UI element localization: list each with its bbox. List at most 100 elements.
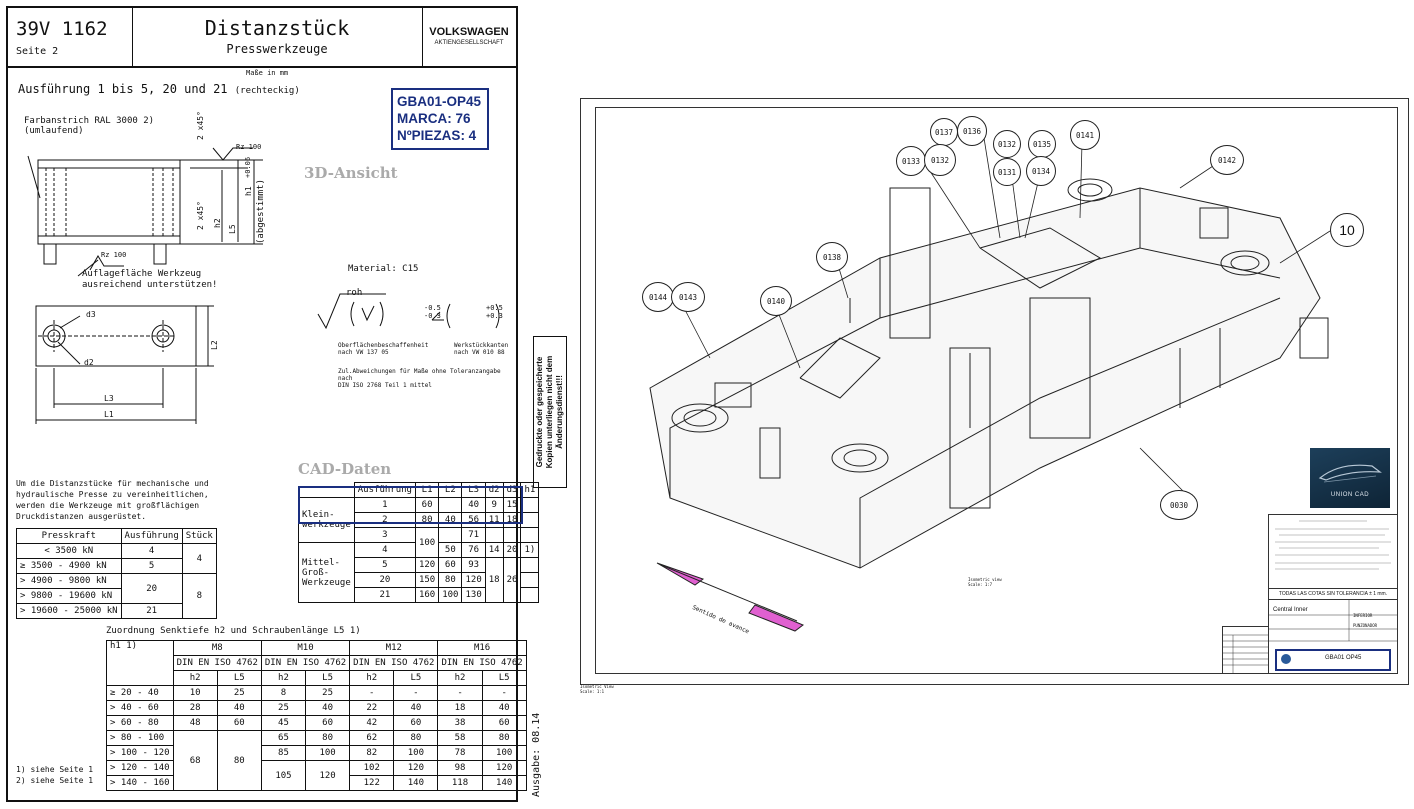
doc-number-cell: 39V 1162 Seite 2 xyxy=(8,8,133,66)
chamfer-top: 2 x45° xyxy=(196,111,205,140)
tol-left: -0.5 -0.3 xyxy=(424,304,441,320)
dim-l2: L2 xyxy=(210,340,219,350)
rz-bottom: Rz 100 xyxy=(101,251,127,259)
dim-cell xyxy=(520,557,540,573)
rz-top: Rz 100 xyxy=(236,143,262,151)
variant-heading-text: Ausführung 1 bis 5, 20 und 21 xyxy=(18,82,228,96)
dim-cell: 1) xyxy=(520,542,540,558)
press-cell: 8 xyxy=(181,573,217,619)
screw-cell: - xyxy=(349,685,395,701)
press-cell: 21 xyxy=(120,603,183,619)
highlight-row-1 xyxy=(298,486,523,524)
dim-d2: d2 xyxy=(84,358,94,367)
title-block: TODAS LAS COTAS SIN TOLERANCIA ± 1 mm. C… xyxy=(1268,588,1398,674)
support-note-line2: ausreichend unterstützen! xyxy=(82,280,218,290)
footnote-1: 1) siehe Seite 1 xyxy=(16,765,94,774)
tol-b: -0.3 xyxy=(424,312,441,320)
screw-cell: 18 xyxy=(437,700,483,716)
press-cell: ≥ 3500 - 4900 kN xyxy=(16,558,122,574)
footnote-2: 2) siehe Seite 1 xyxy=(16,776,94,785)
callout-0141: 0141 xyxy=(1070,120,1100,150)
edge-label: Werkstückkanten nach VW 010 88 xyxy=(454,342,508,356)
screw-sub: L5 xyxy=(305,670,351,686)
screw-std: DIN EN ISO 4762 xyxy=(437,655,527,671)
general-tol-line2: DIN ISO 2768 Teil 1 mittel xyxy=(338,382,432,389)
callout-0142: 0142 xyxy=(1210,145,1244,175)
dim-h2: h2 xyxy=(213,218,222,228)
screw-cell: 105 xyxy=(260,760,307,791)
surface-label-line1: Oberflächenbeschaffenheit xyxy=(338,342,429,349)
screw-cell: 122 xyxy=(349,775,395,791)
paint-note-line2: (umlaufend) xyxy=(24,126,84,136)
car-silhouette-icon xyxy=(1318,464,1382,483)
screw-cell: 118 xyxy=(437,775,483,791)
iso-view-line2: Scale: 1:7 xyxy=(968,582,993,587)
dim-l1: L1 xyxy=(104,410,114,419)
stamp-line3: Änderungsdienst!!! xyxy=(555,375,564,449)
screw-cell: 45 xyxy=(260,715,307,731)
part-label-line3: NºPIEZAS: 4 xyxy=(397,128,477,143)
edge-label-line1: Werkstückkanten xyxy=(454,342,509,349)
dim-cell: 3 xyxy=(353,527,416,543)
dim-cell: 20 xyxy=(353,572,416,588)
dim-abgestimmt: (abgestimmt) xyxy=(256,178,266,244)
standard-sheet: 39V 1162 Seite 2 Distanzstück Presswerkz… xyxy=(6,6,540,802)
screw-cell: - xyxy=(437,685,483,701)
screw-cell: 60 xyxy=(393,715,439,731)
screw-cell: - xyxy=(481,685,527,701)
die-isometric-drawing xyxy=(649,137,1331,569)
screw-cell: 60 xyxy=(305,715,351,731)
job-name: PUNZONADOR xyxy=(1353,623,1378,628)
screw-cell: 25 xyxy=(305,685,351,701)
intro-line4: Druckdistanzen ausgerüstet. xyxy=(16,512,147,521)
scale-line1: Isometric View xyxy=(580,684,614,689)
tol-a: -0.5 xyxy=(424,304,441,312)
screw-cell: 98 xyxy=(437,760,483,776)
screw-th-m16: M16 xyxy=(437,640,527,656)
callout-0132-a: 0132 xyxy=(993,130,1021,158)
dim-cell: 60 xyxy=(438,557,463,573)
title-block-grid xyxy=(1269,599,1397,642)
brand-sub: AKTIENGESELLSCHAFT xyxy=(434,40,504,46)
screw-sub: L5 xyxy=(216,670,262,686)
dim-cell: 71 xyxy=(461,527,486,543)
dimension-table: Ausführung L1 L2 L3 d2 d3 h1 Klein-werkz… xyxy=(298,482,540,603)
callout-0134: 0134 xyxy=(1026,156,1056,186)
brand-name: VOLKSWAGEN xyxy=(429,26,509,38)
company-logo-icon xyxy=(1281,654,1291,664)
dim-cell xyxy=(438,527,463,543)
callout-0133: 0133 xyxy=(896,146,926,176)
screw-std: DIN EN ISO 4762 xyxy=(260,655,351,671)
screw-cell: 120 xyxy=(393,760,439,776)
stamp-line1: Gedruckte oder gespeicherte xyxy=(535,356,544,468)
press-cell: > 4900 - 9800 kN xyxy=(16,573,122,589)
screw-cell: 60 xyxy=(481,715,527,731)
dim-cell: 130 xyxy=(461,587,486,603)
dim-cell: 100 xyxy=(438,587,463,603)
screw-cell: 80 xyxy=(216,730,262,791)
screw-th-m12: M12 xyxy=(349,640,439,656)
screw-cell: 140 xyxy=(393,775,439,791)
screw-cell: 40 xyxy=(216,700,262,716)
part-label-line2: MARCA: 76 xyxy=(397,111,471,126)
issue-date: Ausgabe: 08.14 xyxy=(531,712,542,797)
screw-cell: 8 xyxy=(260,685,307,701)
callout-0136: 0136 xyxy=(957,116,987,146)
dim-cell: 100 xyxy=(414,527,440,558)
dim-cell xyxy=(520,527,540,543)
sheet-header: 39V 1162 Seite 2 Distanzstück Presswerkz… xyxy=(8,8,516,68)
union-cad-logo: UNION CAD xyxy=(1310,448,1390,508)
screw-cell: 100 xyxy=(393,745,439,761)
doc-number: 39V 1162 xyxy=(16,18,108,40)
paint-note-line1: Farbanstrich RAL 3000 2) xyxy=(24,116,155,126)
title-cell: Distanzstück Presswerkzeuge xyxy=(132,8,423,66)
copy-stamp-text: Gedruckte oder gespeicherte Kopien unter… xyxy=(535,356,565,468)
screw-cell: - xyxy=(393,685,439,701)
screw-cell: 60 xyxy=(216,715,262,731)
footnotes: 1) siehe Seite 1 2) siehe Seite 1 xyxy=(16,764,93,786)
surface-label-line2: nach VW 137 05 xyxy=(338,349,389,356)
press-cell: > 9800 - 19600 kN xyxy=(16,588,122,604)
dim-cell xyxy=(502,527,522,543)
screw-cell: 120 xyxy=(305,760,351,791)
section-name: INFERIOR xyxy=(1353,613,1373,618)
